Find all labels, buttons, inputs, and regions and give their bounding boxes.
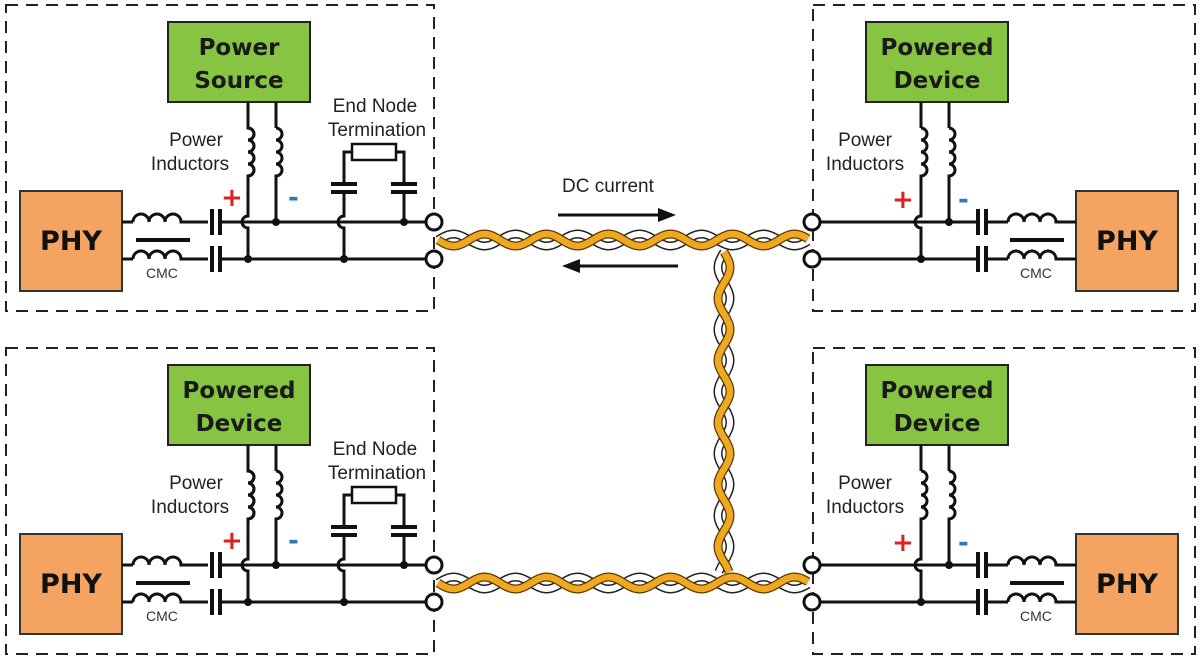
inductors-label-line2: Inductors [826,154,904,175]
cmc-coil-icon [131,212,208,224]
cable-strand-orange [436,573,810,593]
cable-strand-orange [436,230,810,250]
resistor-icon [350,142,398,162]
plus-sign: + [221,526,243,556]
terminal-connector [424,555,444,575]
inductors-label-line1: Power [838,130,893,151]
junction-dot [945,218,953,226]
plus-sign: + [892,185,914,215]
power-inductor-icon [240,469,256,602]
supply-label-line1: Powered [881,35,994,61]
power-inductor-icon [947,126,957,222]
supply-label-line2: Source [194,68,283,94]
cable-strand-orange [714,250,734,574]
junction-dot [945,561,953,569]
inductors-label-line1: Power [838,473,893,494]
supply-label-line1: Power [199,35,281,61]
junction-dot [400,561,408,569]
power-inductor-icon [913,126,929,259]
cmc-label: CMC [146,608,178,624]
minus-sign: - [958,185,969,215]
minus-sign: - [288,526,299,556]
terminal-connector [802,212,822,232]
plus-sign: + [221,183,243,213]
power-inductor-icon [240,126,256,259]
cmc-coil-icon [131,592,208,604]
inductors-label-line1: Power [169,130,224,151]
minus-sign: - [958,528,969,558]
supply-box [167,21,311,103]
inductors-label-line1: Power [169,473,224,494]
power-inductor-icon [947,469,957,565]
phy-label: PHY [1096,226,1158,257]
node-boundary [5,347,435,655]
node-boundary [5,4,435,312]
junction-dot [917,255,925,263]
supply-box [167,364,311,446]
phy-label: PHY [1096,569,1158,600]
supply-box [865,364,1009,446]
plus-sign: + [892,528,914,558]
terminal-connector [424,249,444,269]
cmc-coil-icon [1006,212,1076,224]
cmc-label: CMC [1020,265,1052,281]
power-inductor-icon [913,469,929,602]
cmc-coil-icon [131,249,208,261]
phy-box [19,190,123,292]
left-arrow-icon [562,259,678,273]
right-arrow-icon [558,208,676,222]
terminal-connector [424,212,444,232]
supply-label-line2: Device [894,411,981,437]
supply-label-line2: Device [196,411,283,437]
supply-label-line1: Powered [881,378,994,404]
inductors-label-line2: Inductors [826,497,904,518]
cmc-coil-icon [1006,555,1076,567]
supply-label-line1: Powered [183,378,296,404]
termination-label-line1: End Node [333,439,418,460]
cmc-label: CMC [146,265,178,281]
supply-box [865,21,1009,103]
junction-dot [272,218,280,226]
phy-box [1075,190,1179,292]
termination-label-line2: Termination [328,120,426,141]
termination-label-line2: Termination [328,463,426,484]
inductors-label-line2: Inductors [151,154,229,175]
resistor-icon [350,485,398,505]
dc-current-label: DC current [562,176,655,197]
supply-label-line2: Device [894,68,981,94]
phy-box [1075,533,1179,635]
junction-dot [400,218,408,226]
cmc-label: CMC [1020,608,1052,624]
cmc-coil-icon [1006,592,1076,604]
terminal-connector [802,555,822,575]
junction-dot [917,598,925,606]
power-inductor-icon [274,469,284,565]
cmc-coil-icon [131,555,208,567]
phy-label: PHY [40,569,102,600]
termination-label-line1: End Node [333,96,418,117]
phy-label: PHY [40,226,102,257]
cmc-coil-icon [1006,249,1076,261]
cable-strand-white [714,250,734,574]
terminal-connector [802,592,822,612]
minus-sign: - [288,183,299,213]
inductors-label-line2: Inductors [151,497,229,518]
terminal-connector [424,592,444,612]
node-boundary [812,4,1196,312]
node-boundary [812,347,1196,655]
twisted-pair-cable [435,229,811,594]
phy-box [19,533,123,635]
power-inductor-icon [274,126,284,222]
junction-dot [272,561,280,569]
terminal-connector [802,249,822,269]
